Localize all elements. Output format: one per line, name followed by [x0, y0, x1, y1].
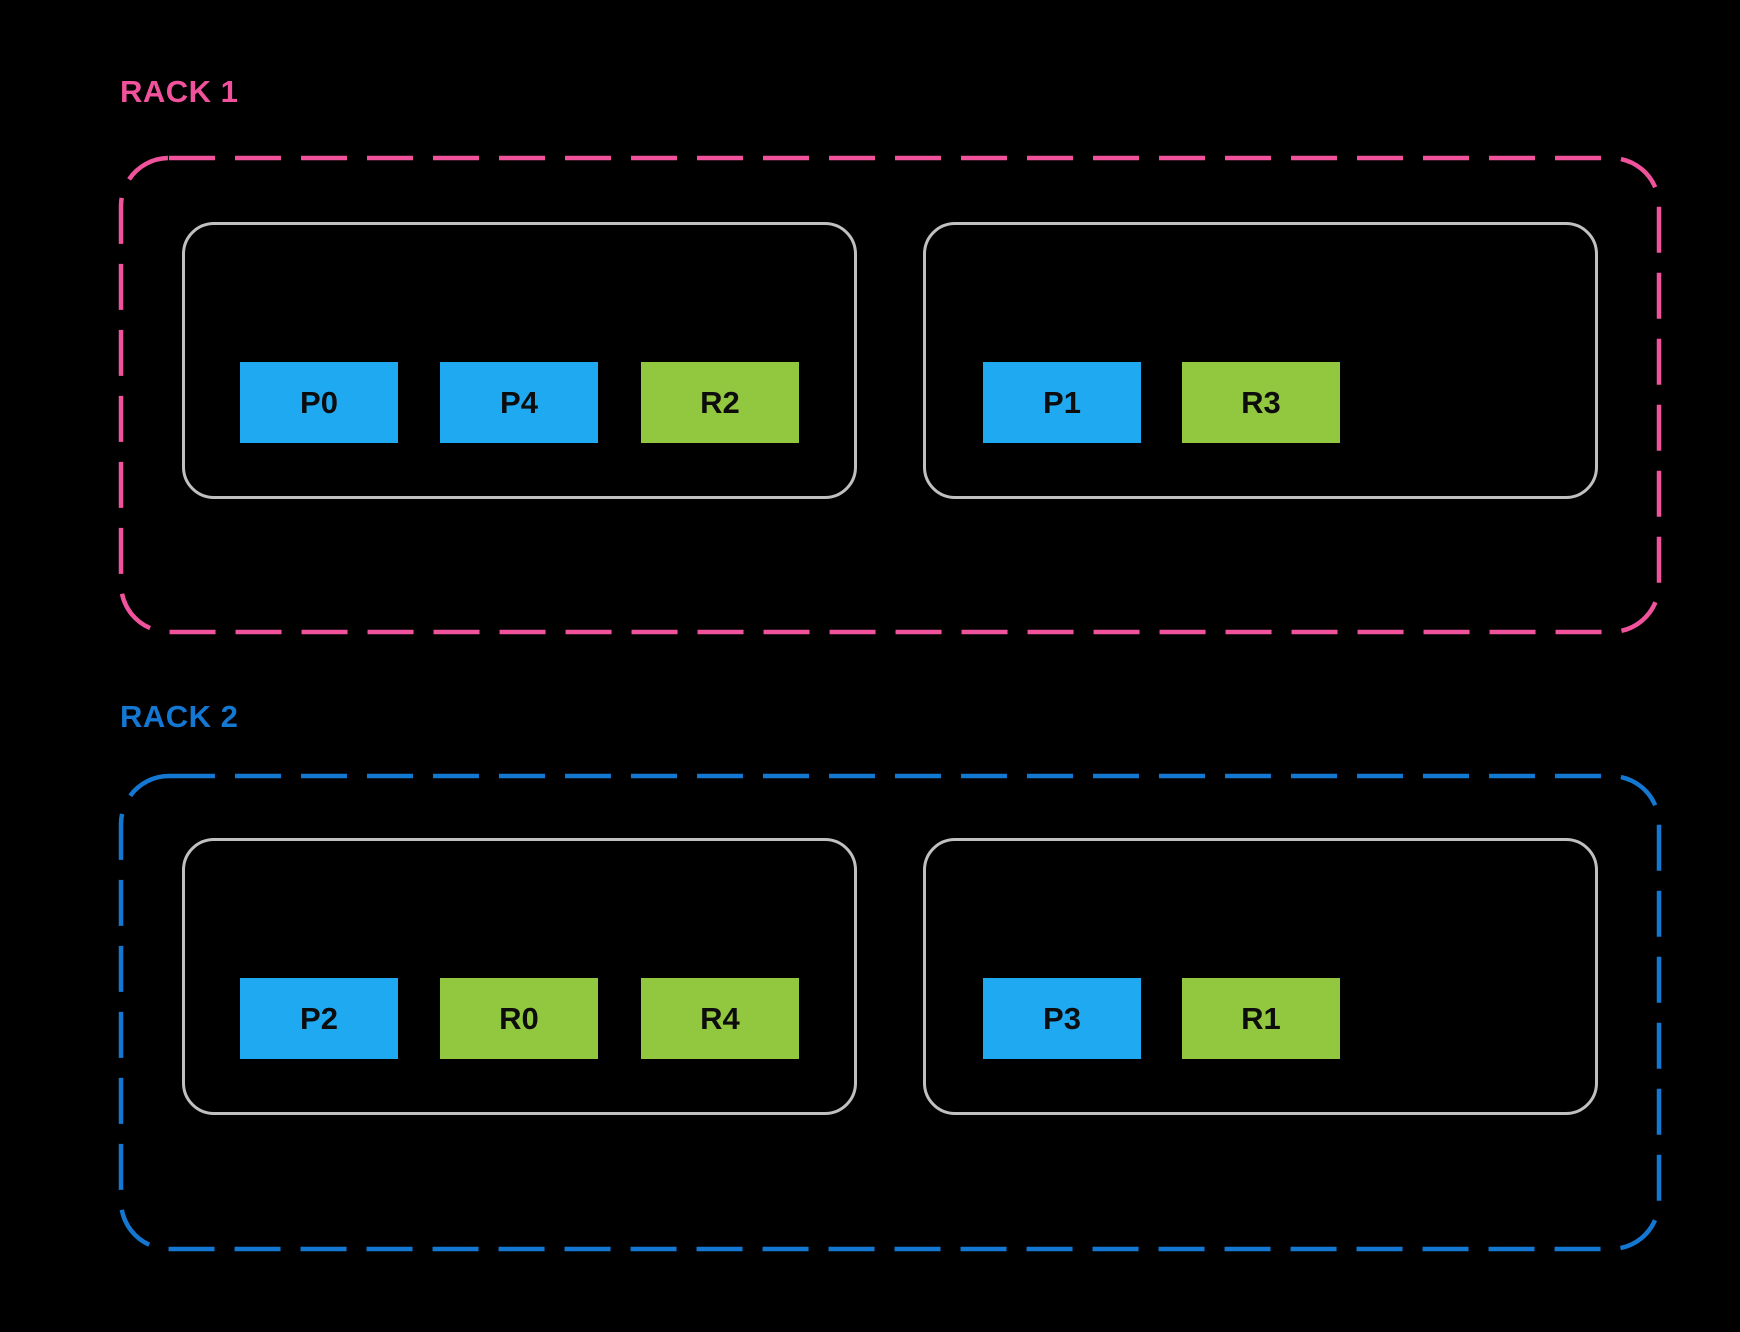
rack-2-host-1: P2 R0 R4	[182, 838, 857, 1115]
shard-block-r0: R0	[440, 978, 598, 1059]
shard-block-r2: R2	[641, 362, 799, 443]
shard-block-r3: R3	[1182, 362, 1340, 443]
rack-2-label: RACK 2	[120, 699, 239, 734]
rack-1-host-1: P0 P4 R2	[182, 222, 857, 499]
shard-block-r4: R4	[641, 978, 799, 1059]
shard-block-p1: P1	[983, 362, 1141, 443]
rack-1-label: RACK 1	[120, 74, 239, 109]
rack-1-host-2: P1 R3	[923, 222, 1598, 499]
shard-block-p2: P2	[240, 978, 398, 1059]
shard-block-p3: P3	[983, 978, 1141, 1059]
shard-block-p4: P4	[440, 362, 598, 443]
rack-2-host-2: P3 R1	[923, 838, 1598, 1115]
rack-2-dashed-boundary	[118, 773, 1662, 1252]
shard-block-p0: P0	[240, 362, 398, 443]
shard-block-r1: R1	[1182, 978, 1340, 1059]
